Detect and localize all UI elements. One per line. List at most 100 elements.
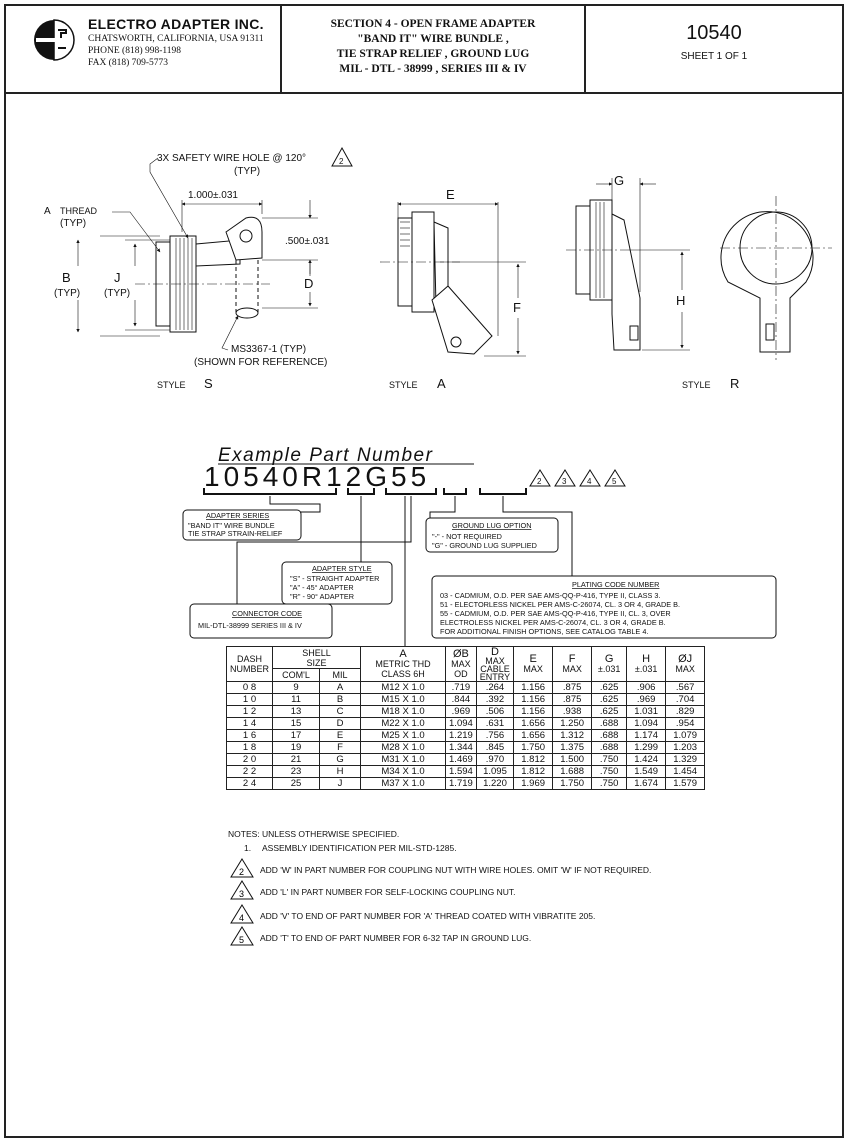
table-cell: .906: [626, 681, 667, 694]
table-cell: 1.656: [513, 717, 554, 730]
col-g: G ±.031: [591, 646, 628, 682]
plating-line: 51 - ELECTORLESS NICKEL PER AMS-C-26074,…: [440, 600, 680, 609]
col-d: D MAX CABLE ENTRY: [475, 646, 515, 682]
table-cell: 11: [272, 693, 321, 706]
table-cell: .970: [475, 753, 515, 766]
style-word: STYLE: [389, 380, 418, 390]
dim-b: B: [62, 270, 71, 285]
dim-f: F: [513, 300, 521, 315]
connector-code-title: CONNECTOR CODE: [232, 609, 302, 618]
notes-title: NOTES: UNLESS OTHERWISE SPECIFIED.: [228, 829, 400, 839]
table-cell: .625: [591, 705, 628, 718]
table-cell: 19: [272, 741, 321, 754]
adapter-style-line: "R" - 90° ADAPTER: [290, 592, 354, 601]
header-text: ØJ: [678, 653, 693, 665]
adapter-series-line: TIE STRAP STRAIN-RELIEF: [188, 529, 283, 538]
table-cell: C: [319, 705, 362, 718]
table-cell: 1.594: [445, 765, 477, 778]
note-2-number: 2: [239, 867, 244, 877]
connector-code-line: MIL-DTL-38999 SERIES III & IV: [198, 621, 302, 630]
table-cell: 13: [272, 705, 321, 718]
header-text: METRIC THD: [375, 659, 431, 669]
adapter-style-line: "S" - STRAIGHT ADAPTER: [290, 574, 379, 583]
section-title-line: "BAND IT" WIRE BUNDLE ,: [357, 33, 509, 45]
adapter-style-box: [281, 561, 393, 605]
example-part-number: 10540R12G55: [204, 461, 430, 492]
header-text: F: [568, 653, 576, 665]
table-cell: 1.674: [626, 777, 667, 790]
header-text: ØB: [452, 648, 469, 660]
header-text: OD: [454, 669, 468, 679]
table-cell: 1.156: [513, 681, 554, 694]
a-thread-label: THREAD: [60, 206, 98, 216]
part-number-brackets: [203, 488, 527, 495]
document-number: 10540: [686, 22, 742, 44]
table-cell: 1.220: [475, 777, 515, 790]
table-cell: B: [319, 693, 362, 706]
table-cell: 1 0: [225, 693, 274, 706]
header-text: E: [529, 653, 537, 665]
table-cell: 1.299: [626, 741, 667, 754]
plating-title: PLATING CODE NUMBER: [572, 580, 659, 589]
header-text: MAX: [562, 664, 582, 674]
company-name: ELECTRO ADAPTER INC.: [88, 16, 264, 32]
typ-label: (TYP): [104, 288, 130, 299]
table-cell: .704: [665, 693, 706, 706]
note-4-number: 4: [239, 913, 244, 923]
note-1-text: ASSEMBLY IDENTIFICATION PER MIL-STD-1285…: [262, 843, 457, 853]
table-cell: .688: [591, 729, 628, 742]
table-cell: .756: [475, 729, 515, 742]
plating-code-box: [431, 575, 777, 639]
col-j: ØJ MAX: [665, 646, 706, 682]
table-cell: 1.454: [665, 765, 706, 778]
a-thread-letter: A: [44, 206, 51, 217]
table-cell: 1.094: [445, 717, 477, 730]
table-cell: 1.750: [513, 741, 554, 754]
table-cell: 1.375: [552, 741, 593, 754]
table-cell: 1 6: [225, 729, 274, 742]
col-h: H ±.031: [626, 646, 667, 682]
table-cell: 1.031: [626, 705, 667, 718]
style-a-letter: A: [437, 376, 446, 391]
ground-lug-line: "G" - GROUND LUG SUPPLIED: [432, 541, 537, 550]
dimension-table: DASH NUMBER SHELL SIZE A METRIC THD CLAS…: [225, 645, 706, 790]
table-cell: F: [319, 741, 362, 754]
col-f: F MAX: [552, 646, 593, 682]
table-cell: 1.344: [445, 741, 477, 754]
table-cell: M18 X 1.0: [360, 705, 447, 718]
table-cell: .506: [475, 705, 515, 718]
note-ref: 4: [587, 477, 592, 486]
table-cell: .625: [591, 693, 628, 706]
style-r-letter: R: [730, 376, 739, 391]
typ-label: (TYP): [234, 166, 260, 177]
adapter-series-box: [182, 509, 302, 541]
header-text: NUMBER: [230, 664, 270, 674]
adapter-style-title: ADAPTER STYLE: [312, 564, 372, 573]
table-cell: 1.174: [626, 729, 667, 742]
table-cell: .829: [665, 705, 706, 718]
note-4-text: ADD 'V' TO END OF PART NUMBER FOR 'A' TH…: [260, 911, 596, 921]
table-cell: M31 X 1.0: [360, 753, 447, 766]
style-r-end-view: [720, 196, 832, 360]
table-cell: .969: [626, 693, 667, 706]
note-2-triangle-icon: [331, 146, 353, 167]
note-1-number: 1.: [244, 843, 252, 853]
adapter-series-line: "BAND IT" WIRE BUNDLE: [188, 521, 275, 530]
header-text: MAX: [675, 664, 695, 674]
table-cell: 1.719: [445, 777, 477, 790]
table-cell: .875: [552, 681, 593, 694]
table-cell: 2 0: [225, 753, 274, 766]
ms-label: MS3367-1 (TYP): [231, 344, 306, 355]
table-cell: 1.203: [665, 741, 706, 754]
safety-wire-label: 3X SAFETY WIRE HOLE @ 120°: [157, 153, 306, 164]
company-address: CHATSWORTH, CALIFORNIA, USA 91311: [88, 34, 264, 44]
table-cell: 21: [272, 753, 321, 766]
header-text: ±.031: [597, 664, 621, 674]
plating-line: FOR ADDITIONAL FINISH OPTIONS, SEE CATAL…: [440, 627, 648, 636]
table-cell: M12 X 1.0: [360, 681, 447, 694]
table-cell: 1.688: [552, 765, 593, 778]
table-cell: A: [319, 681, 362, 694]
